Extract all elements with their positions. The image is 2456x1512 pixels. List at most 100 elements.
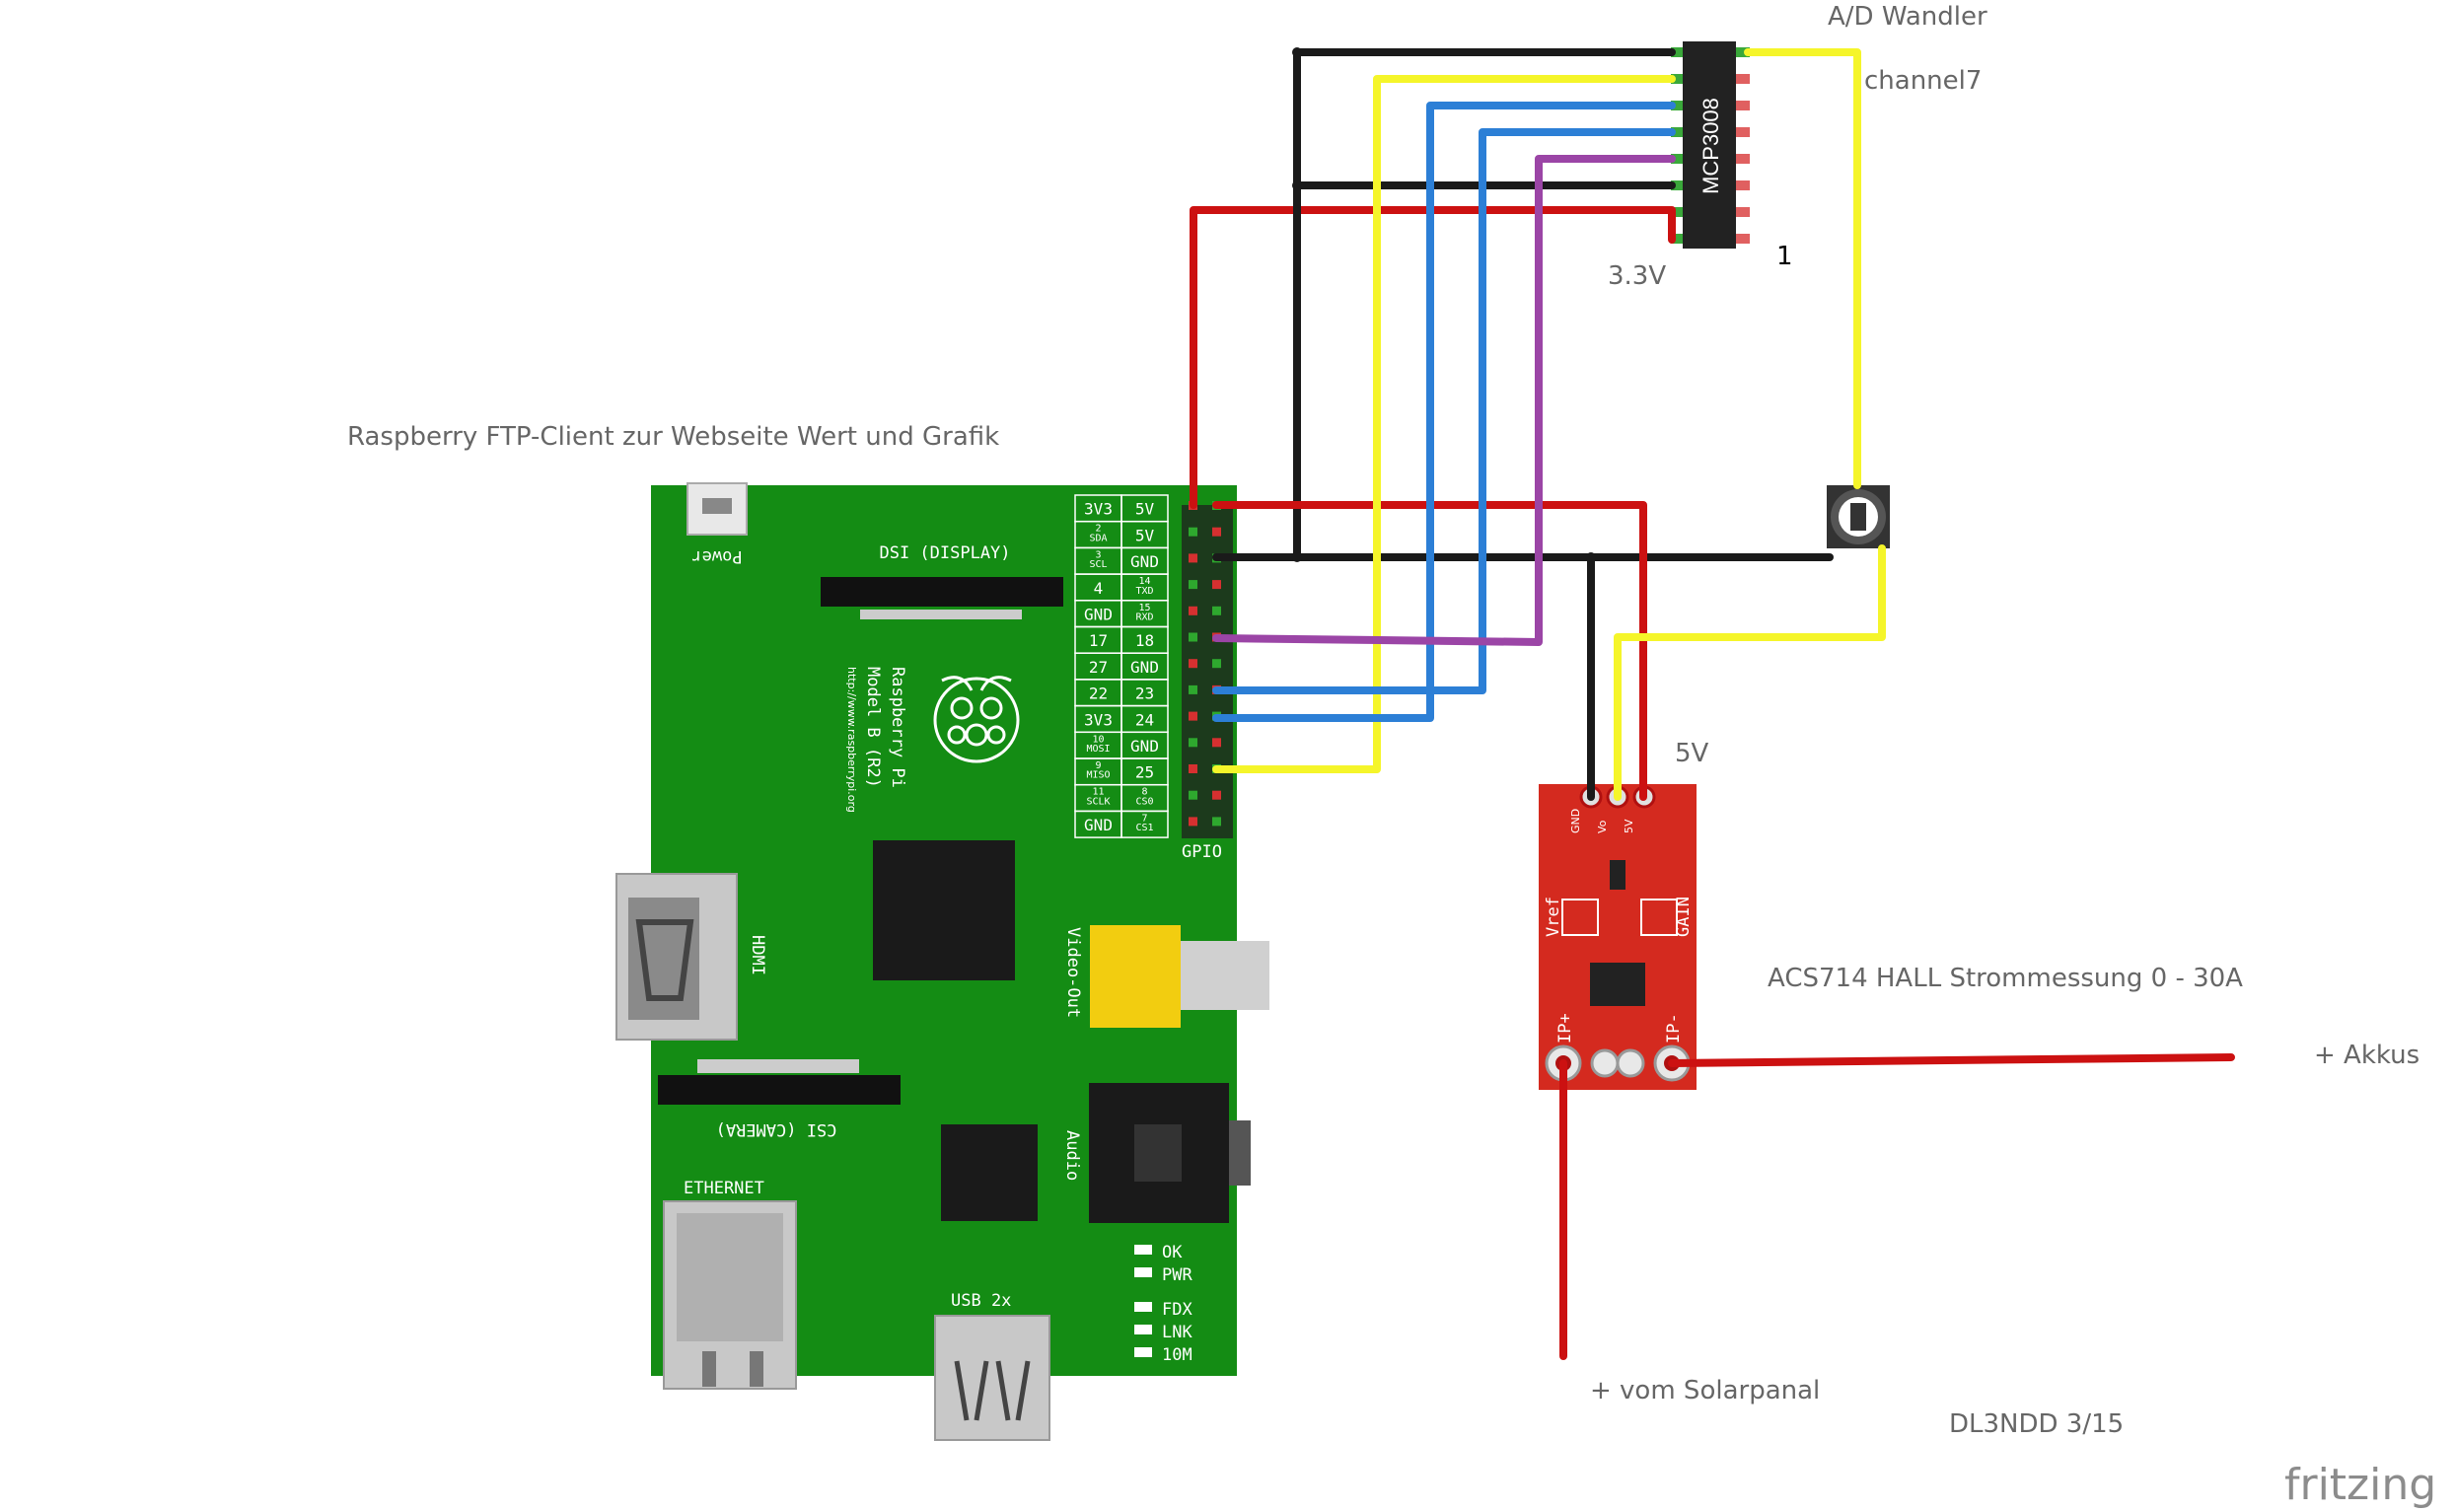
gpio-pin: [1189, 606, 1197, 615]
mcp-pin-left: [1671, 127, 1685, 137]
wire-blue-2: [1212, 128, 1676, 694]
acs-ip-plus-label: IP+: [1555, 1013, 1575, 1044]
dsi-label: DSI (DISPLAY): [879, 543, 1010, 563]
gpio-label-right: CS1: [1135, 823, 1153, 833]
gpio-label-left: SCLK: [1086, 796, 1110, 807]
gpio-label-left: 4: [1094, 579, 1104, 598]
mcp-pin-left: [1671, 154, 1685, 164]
mcp-pin-right: [1736, 154, 1750, 164]
gpio-pin: [1212, 790, 1221, 800]
audio-jack: Audio: [1062, 1083, 1251, 1223]
soc-chip: [873, 840, 1015, 980]
gpio-pin: [1189, 738, 1197, 748]
rpi-brand-line1: Raspberry Pi: [888, 667, 907, 788]
led-ok: OK: [1162, 1243, 1183, 1262]
wire-blue-1: [1212, 102, 1676, 722]
mcp-pin-left: [1671, 47, 1685, 57]
gpio-pin: [1212, 817, 1221, 827]
gpio-pin: [1212, 580, 1221, 590]
gpio-label-right: 5V: [1135, 500, 1155, 519]
gpio-pin: [1189, 527, 1197, 537]
usb-port: USB 2x: [934, 1291, 1050, 1441]
gpio-pin: [1212, 527, 1221, 537]
mcp3008-label: MCP3008: [1698, 98, 1723, 194]
gpio-label-right: 5V: [1135, 526, 1155, 544]
gpio-label-left: MOSI: [1086, 744, 1110, 755]
gpio-label-right: 18: [1135, 631, 1154, 650]
acs-vo-pin-label: Vo: [1596, 820, 1609, 833]
hdmi-label: HDMI: [748, 935, 767, 975]
acs714-board: GND Vo 5V Vref GAIN IP+ IP-: [1539, 784, 1697, 1090]
3v3-label: 3.3V: [1608, 261, 1666, 291]
mcp-pin-right: [1736, 234, 1750, 244]
gpio-label-right: TXD: [1135, 586, 1153, 597]
ethernet-label: ETHERNET: [684, 1179, 764, 1198]
pin-one-label: 1: [1776, 242, 1793, 271]
mcp-pin-right: [1736, 101, 1750, 110]
gpio-num-left: 2: [1095, 524, 1101, 535]
credit-label: DL3NDD 3/15: [1949, 1409, 2124, 1439]
gpio-label-left: 17: [1089, 631, 1108, 650]
wire-yellow-acs: [1614, 544, 1886, 801]
gpio-label-left: SDA: [1089, 533, 1107, 543]
gpio-pin: [1212, 606, 1221, 615]
wire-yellow-mcp: [1212, 75, 1676, 773]
gpio-label-right: GND: [1130, 658, 1159, 677]
led-10m: 10M: [1162, 1345, 1192, 1365]
gpio-label-right: GND: [1130, 737, 1159, 756]
gpio-label-right: 23: [1135, 684, 1154, 703]
raspberry-pi-board: Power DSI (DISPLAY) Raspberry Pi Model B…: [615, 482, 1269, 1441]
gpio-pin: [1189, 580, 1197, 590]
gpio-label-right: 25: [1135, 763, 1154, 782]
gpio-pin: [1189, 790, 1197, 800]
akkus-label: + Akkus: [2314, 1041, 2420, 1070]
acs-title-label: ACS714 HALL Strommessung 0 - 30A: [1768, 964, 2243, 993]
video-out-label: Video-Out: [1063, 927, 1083, 1018]
gpio-label-left: 3V3: [1084, 710, 1113, 729]
wire-akkus: [1668, 1053, 2235, 1067]
mcp-pin-left: [1671, 74, 1685, 84]
gpio-num-left: 9: [1095, 760, 1101, 771]
gpio-pin: [1212, 738, 1221, 748]
gpio-num-left: 3: [1095, 549, 1101, 560]
rpi-url: http://www.raspberrypi.org: [845, 667, 858, 813]
gpio-label-right: CS0: [1135, 796, 1153, 807]
dsi-connector: [821, 577, 1063, 607]
acs-5v-pin-label: 5V: [1623, 819, 1635, 833]
acs-gain-label: GAIN: [1674, 897, 1694, 937]
mcp-pin-right: [1736, 74, 1750, 84]
gpio-label-left: 27: [1089, 658, 1108, 677]
gpio-pin: [1189, 632, 1197, 642]
acs-ip-minus-label: IP-: [1664, 1013, 1684, 1044]
gpio-label-left: MISO: [1086, 770, 1110, 781]
usb-controller-chip: [941, 1124, 1038, 1221]
led-pwr: PWR: [1162, 1265, 1192, 1285]
gpio-label-left: 22: [1089, 684, 1108, 703]
gpio-label-left: GND: [1084, 816, 1113, 834]
gpio-num-right: 8: [1141, 787, 1147, 798]
mcp-pin-left: [1671, 180, 1685, 190]
gpio-label-left: 3V3: [1084, 500, 1113, 519]
potentiometer: [1827, 485, 1890, 548]
5v-label: 5V: [1675, 739, 1709, 768]
mcp-pin-left: [1671, 234, 1685, 244]
ad-converter-label: A/D Wandler: [1828, 2, 1987, 32]
wire-yellow-ch7: [1744, 48, 1861, 489]
status-leds: OK PWR FDX LNK 10M: [1134, 1243, 1192, 1365]
mcp-pin-left: [1671, 101, 1685, 110]
gpio-pin: [1189, 817, 1197, 827]
gpio-pin: [1189, 553, 1197, 563]
junction-dots: [1292, 47, 1596, 562]
usb-label: USB 2x: [951, 1291, 1011, 1311]
gpio-label-right: 24: [1135, 710, 1154, 729]
mcp-pin-right: [1736, 47, 1750, 57]
csi-label: CSI (CAMERA): [716, 1119, 837, 1139]
gpio-pin: [1189, 711, 1197, 721]
video-out-connector: Video-Out: [1063, 925, 1269, 1028]
power-label: Power: [691, 546, 742, 566]
raspberry-title-label: Raspberry FTP-Client zur Webseite Wert u…: [347, 422, 999, 452]
gpio-num-left: 11: [1092, 787, 1104, 798]
audio-label: Audio: [1062, 1130, 1082, 1181]
